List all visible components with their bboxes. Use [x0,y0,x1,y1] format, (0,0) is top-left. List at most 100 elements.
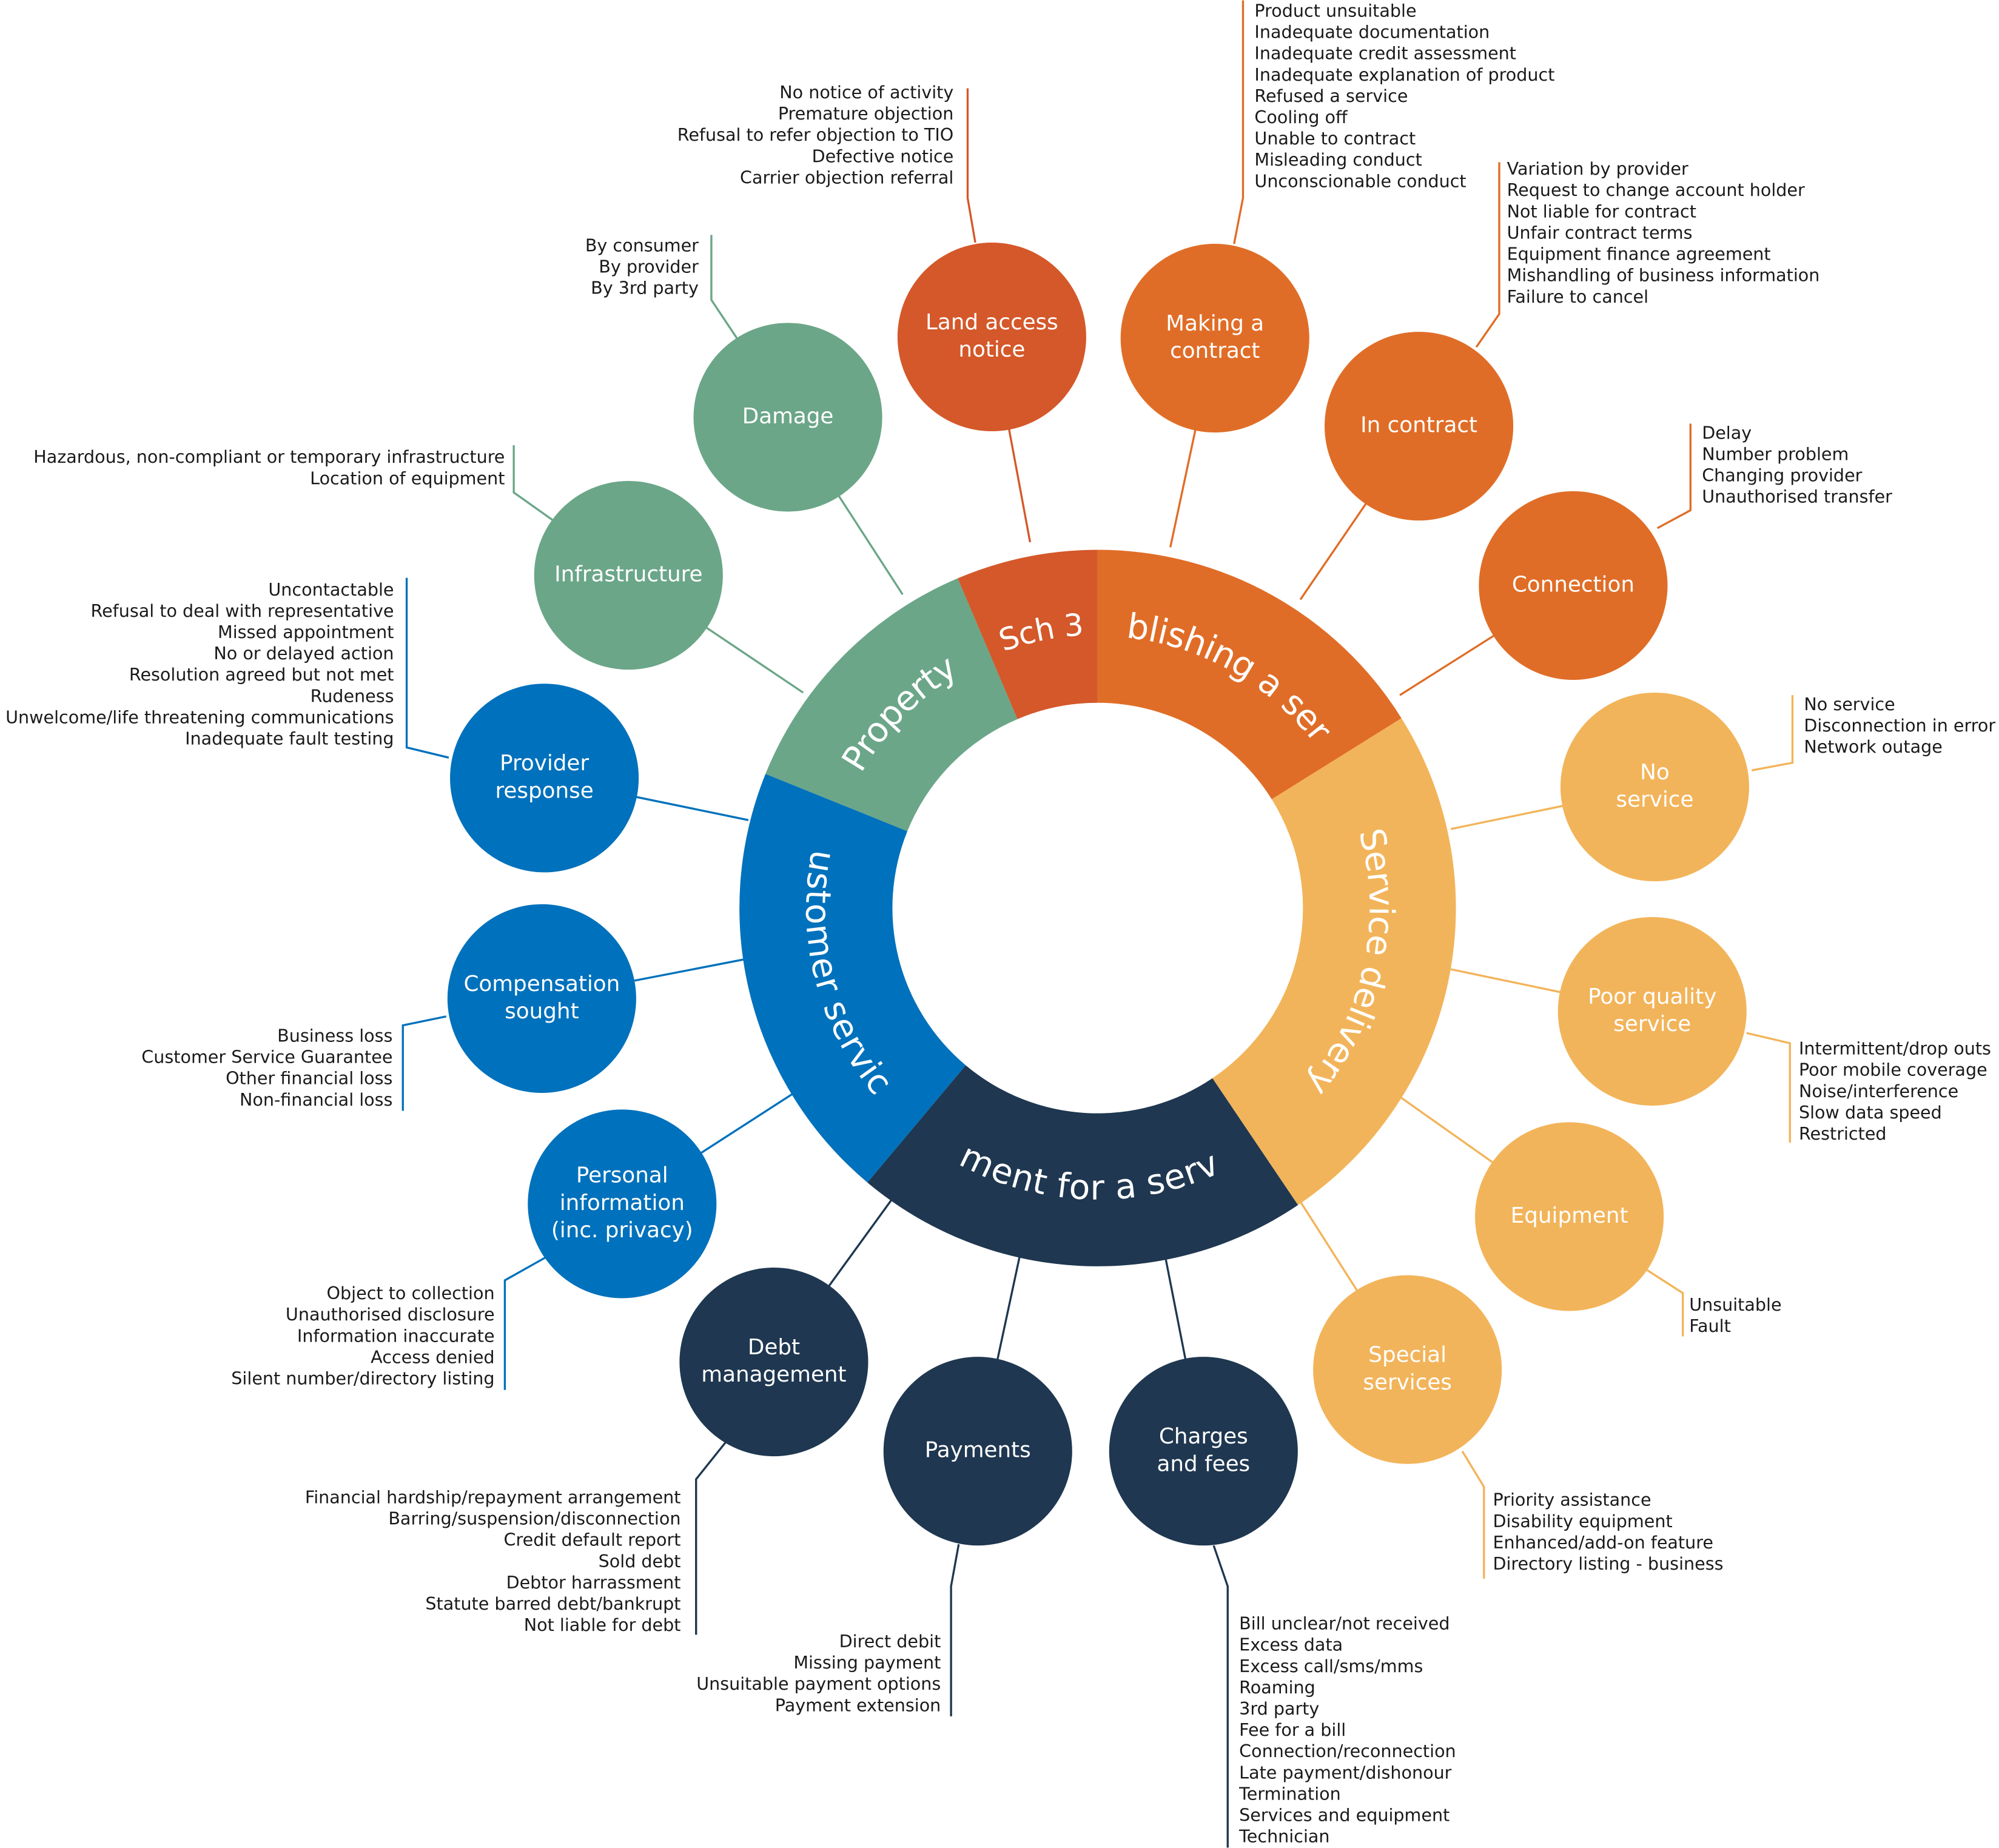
issue-item-provider-response: Rudeness [311,685,394,706]
bubble-damage [693,323,882,512]
bubble-payments [883,1357,1072,1546]
bubble-label-personal-information: Personal [576,1163,668,1188]
bubble-label-land-access-notice: Land access [926,310,1058,335]
issue-item-land-access-notice: Refusal to refer objection to TIO [677,124,954,145]
issue-item-in-contract: Mishandling of business information [1507,265,1820,286]
issue-item-poor-quality-service: Restricted [1799,1123,1887,1144]
bubble-label-provider-response: response [495,778,593,803]
issue-item-compensation-sought: Non-financial loss [240,1089,392,1110]
issue-item-connection: Unauthorised transfer [1702,486,1892,507]
leader-damage [710,235,738,339]
issue-item-special-services: Directory listing - business [1493,1553,1723,1574]
leader-connection [1656,423,1692,529]
issue-item-poor-quality-service: Poor mobile coverage [1799,1060,1987,1080]
issue-item-making-a-contract: Inadequate documentation [1254,22,1490,42]
bubble-label-personal-information: information [560,1191,685,1215]
bubble-label-damage: Damage [742,404,834,429]
bubble-poor-quality-service [1557,916,1747,1106]
issue-item-compensation-sought: Other financial loss [226,1068,392,1089]
bubble-label-in-contract: In contract [1360,413,1477,438]
issue-item-poor-quality-service: Slow data speed [1799,1102,1942,1123]
issue-item-making-a-contract: Inadequate explanation of product [1254,64,1554,85]
bubble-label-no-service: service [1616,787,1693,812]
issue-item-no-service: No service [1804,694,1895,714]
issue-item-charges-and-fees: Connection/reconnection [1239,1741,1456,1761]
issue-item-land-access-notice: No notice of activity [779,82,953,102]
issue-item-charges-and-fees: Termination [1238,1783,1341,1804]
issue-item-connection: Delay [1702,422,1752,443]
issue-item-equipment: Fault [1689,1315,1731,1336]
bubble-in-contract [1325,332,1514,521]
bubble-provider-response [450,684,639,873]
issue-item-personal-information: Silent number/directory listing [231,1368,494,1389]
issue-item-special-services: Enhanced/add-on feature [1493,1532,1713,1553]
leader-infrastructure [512,445,554,522]
issue-item-no-service: Disconnection in error [1804,715,1995,736]
issue-item-debt-management: Credit default report [504,1530,681,1550]
bubble-connection [1479,491,1668,680]
bubble-label-special-services: services [1363,1370,1452,1395]
issue-item-charges-and-fees: Services and equipment [1239,1805,1450,1826]
issue-item-charges-and-fees: Excess data [1239,1635,1343,1655]
issue-item-charges-and-fees: Fee for a bill [1239,1719,1346,1740]
leader-special-services [1461,1450,1485,1579]
bubble-making-a-contract [1120,244,1309,433]
issue-item-damage: By provider [599,256,699,277]
issue-item-infrastructure: Location of equipment [310,468,505,488]
leader-poor-quality-service [1746,1032,1791,1143]
issue-item-land-access-notice: Carrier objection referral [740,167,953,187]
leader-land-access-notice [966,88,976,243]
issue-item-compensation-sought: Customer Service Guarantee [141,1047,392,1067]
issue-item-connection: Changing provider [1702,465,1862,485]
bubble-label-special-services: Special [1368,1343,1446,1368]
ring-segment-sch3 [958,549,1098,719]
issue-item-making-a-contract: Refused a service [1254,86,1408,106]
leader-personal-information [503,1256,546,1390]
bubble-infrastructure [534,481,723,670]
issue-item-personal-information: Unauthorised disclosure [286,1304,495,1325]
issue-item-poor-quality-service: Noise/interference [1799,1081,1958,1101]
bubble-label-poor-quality-service: service [1613,1012,1691,1037]
issue-item-damage: By consumer [585,235,699,255]
issue-item-in-contract: Not liable for contract [1507,201,1696,221]
issue-item-land-access-notice: Defective notice [812,146,954,166]
issue-item-debt-management: Statute barred debt/bankrupt [425,1593,680,1614]
bubble-label-land-access-notice: notice [958,337,1025,362]
issue-item-payments: Payment extension [775,1695,941,1715]
bubble-label-charges-and-fees: and fees [1157,1451,1250,1476]
bubble-land-access-notice [897,242,1086,432]
bubble-personal-information [528,1109,717,1299]
leader-in-contract [1475,162,1500,348]
bubble-label-provider-response: Provider [500,751,589,776]
issue-item-debt-management: Barring/suspension/disconnection [388,1508,680,1529]
issue-item-payments: Unsuitable payment options [696,1673,941,1694]
issue-item-provider-response: Missed appointment [218,622,394,642]
ring-segment-establishing [1097,549,1402,799]
issue-item-poor-quality-service: Intermittent/drop outs [1799,1038,1991,1059]
issue-item-personal-information: Object to collection [327,1283,495,1303]
issue-item-making-a-contract: Cooling off [1254,107,1348,127]
bubble-label-connection: Connection [1512,572,1634,597]
leader-provider-response [405,577,449,759]
issue-item-debt-management: Debtor harrassment [506,1572,681,1593]
bubble-label-debt-management: management [701,1362,846,1387]
issue-item-damage: By 3rd party [591,277,699,298]
issue-item-provider-response: Unwelcome/life threatening communication… [5,707,394,727]
issue-item-provider-response: Inadequate fault testing [185,728,394,749]
bubble-special-services [1313,1275,1502,1464]
bubble-label-debt-management: Debt [748,1335,800,1360]
issue-item-payments: Missing payment [793,1652,941,1673]
issue-item-debt-management: Not liable for debt [524,1614,681,1635]
issue-item-infrastructure: Hazardous, non-compliant or temporary in… [33,446,505,467]
ring-segment-property [765,578,1018,832]
issue-item-personal-information: Access denied [371,1346,494,1367]
issue-item-in-contract: Request to change account holder [1507,180,1805,200]
bubble-label-poor-quality-service: Poor quality [1588,984,1716,1009]
bubble-label-no-service: No [1640,760,1670,785]
issue-item-making-a-contract: Unconscionable conduct [1254,170,1466,191]
issue-item-charges-and-fees: Roaming [1239,1677,1315,1698]
issue-item-in-contract: Variation by provider [1507,158,1688,179]
issue-item-special-services: Priority assistance [1493,1490,1651,1510]
